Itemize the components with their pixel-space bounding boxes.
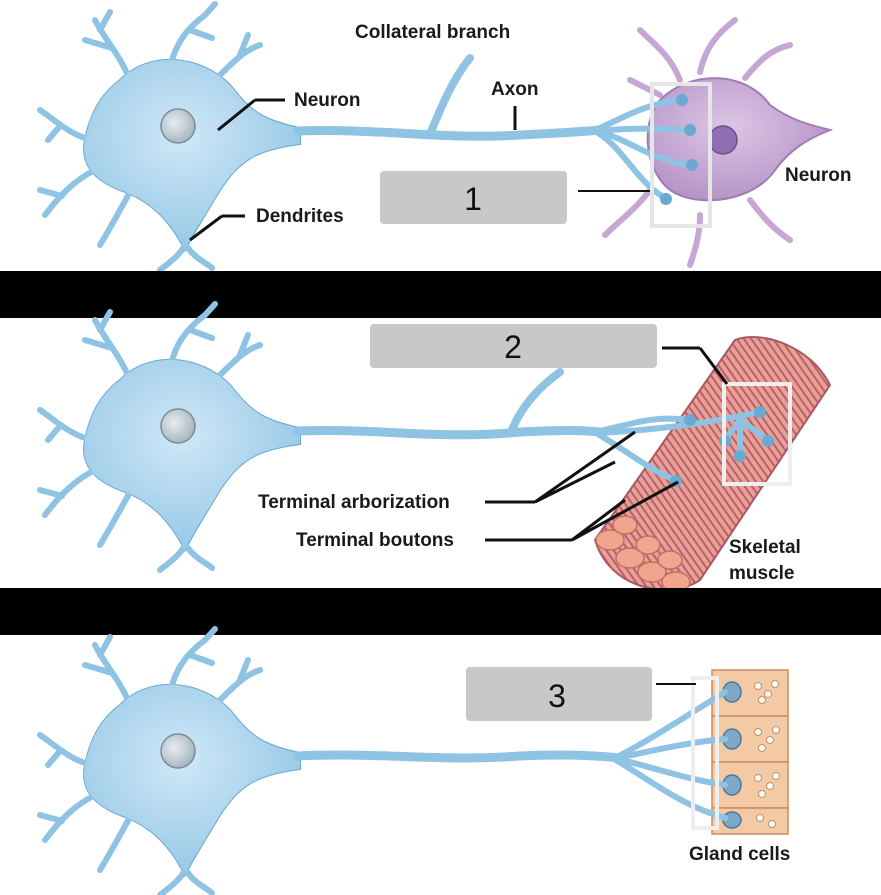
label-dendrites: Dendrites — [256, 206, 344, 227]
neuron-right-cell — [602, 17, 834, 268]
panel-2: Terminal arborization Terminal boutons S… — [40, 304, 832, 593]
label-collateral-branch: Collateral branch — [355, 22, 510, 43]
axon — [293, 125, 605, 141]
label-neuron-left: Neuron — [294, 90, 361, 111]
axon-3 — [293, 750, 625, 763]
answer-box-3-number: 3 — [548, 678, 566, 714]
neuron-left-cell — [40, 4, 300, 270]
axon-2 — [293, 426, 605, 440]
terminal-boutons-1 — [660, 94, 698, 205]
skeletal-muscle — [593, 336, 832, 593]
label-muscle: muscle — [729, 563, 794, 584]
collateral-branch — [426, 54, 474, 138]
answer-box-1[interactable] — [380, 171, 567, 224]
panel-1: Collateral branch Axon Neuron Dendrites … — [40, 4, 852, 270]
synapse-highlight-box-2 — [722, 382, 792, 486]
label-terminal-arborization: Terminal arborization — [258, 492, 450, 513]
terminal-branches-1 — [592, 97, 693, 201]
panel-3: Gland cells 3 — [40, 629, 790, 895]
neuron-cell-3 — [40, 629, 300, 895]
terminal-branches-3 — [612, 689, 728, 821]
answer-box-3[interactable] — [466, 667, 652, 721]
separator-bar-2 — [0, 588, 881, 635]
label-terminal-boutons: Terminal boutons — [296, 530, 454, 551]
synapse-highlight-box-3 — [691, 676, 719, 830]
synapse-highlight-box-1 — [650, 82, 712, 228]
answer-box-2[interactable] — [370, 324, 657, 368]
answer-box-1-number: 1 — [464, 181, 482, 217]
answer-box-2-number: 2 — [504, 329, 522, 365]
neuron-cell-2 — [40, 304, 300, 570]
collateral-branch-2 — [508, 368, 564, 434]
label-gland-cells: Gland cells — [689, 844, 790, 865]
separator-bar-1 — [0, 271, 881, 318]
label-axon: Axon — [491, 79, 539, 100]
label-skeletal: Skeletal — [729, 537, 801, 558]
terminal-arborization-2 — [592, 409, 771, 483]
label-neuron-right: Neuron — [785, 165, 852, 186]
